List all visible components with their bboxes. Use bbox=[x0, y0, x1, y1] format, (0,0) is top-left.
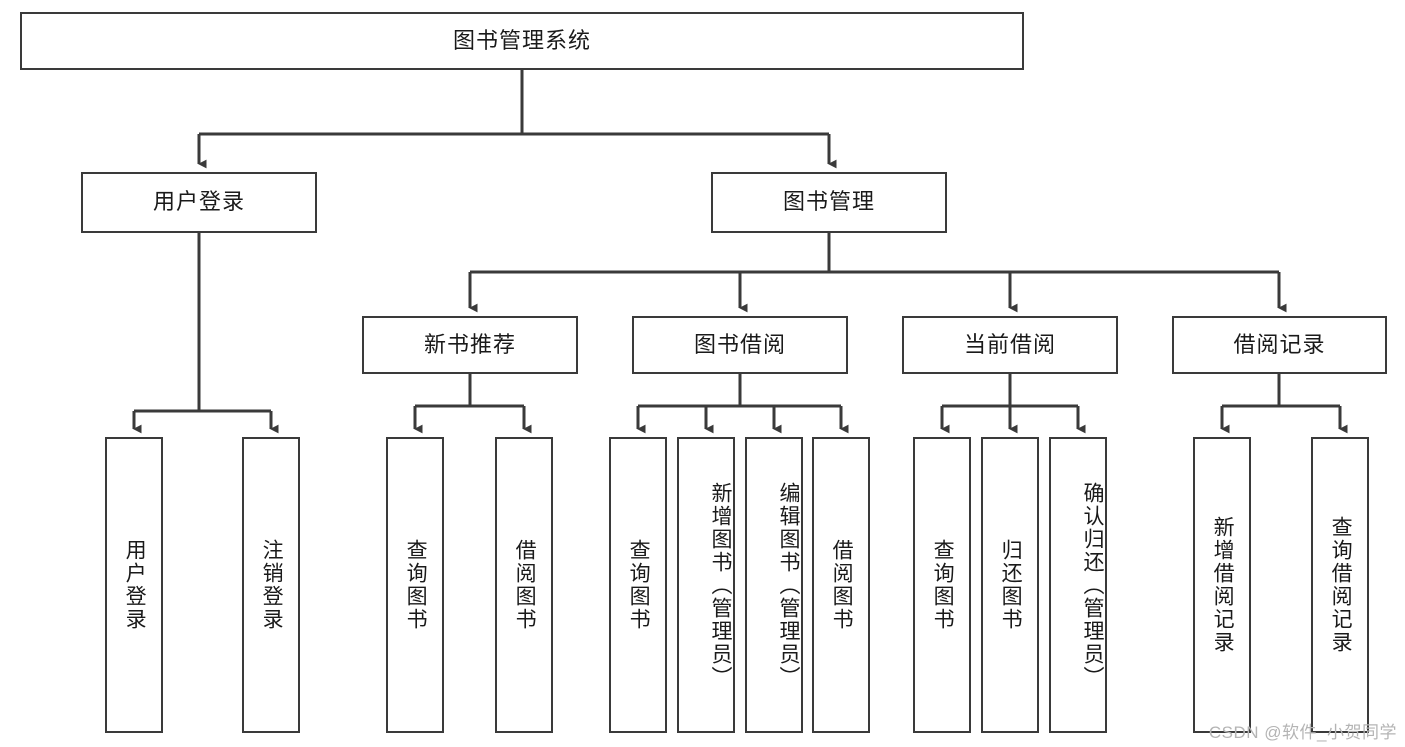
node-user-login-label: 用户登录 bbox=[152, 189, 245, 215]
node-leaf-return-book-label: 归还图书 bbox=[999, 539, 1023, 631]
node-borrow-record-label: 借阅记录 bbox=[1233, 331, 1326, 357]
node-new-book-recommend[interactable]: 新书推荐 bbox=[362, 316, 578, 374]
node-book-borrow[interactable]: 图书借阅 bbox=[632, 316, 848, 374]
node-leaf-query-book-1-label: 查询图书 bbox=[404, 539, 428, 631]
node-leaf-query-book-2-label: 查询图书 bbox=[627, 539, 651, 631]
node-leaf-query-book-3[interactable]: 查询图书 bbox=[913, 437, 971, 733]
node-book-manage[interactable]: 图书管理 bbox=[711, 172, 947, 233]
node-leaf-query-record-label: 查询借阅记录 bbox=[1329, 516, 1353, 654]
node-root[interactable]: 图书管理系统 bbox=[20, 12, 1024, 70]
node-leaf-query-book-2[interactable]: 查询图书 bbox=[609, 437, 667, 733]
node-leaf-logout-label: 注销登录 bbox=[260, 539, 284, 631]
node-current-borrow[interactable]: 当前借阅 bbox=[902, 316, 1118, 374]
node-leaf-query-book-1[interactable]: 查询图书 bbox=[386, 437, 444, 733]
node-leaf-borrow-book-2[interactable]: 借阅图书 bbox=[812, 437, 870, 733]
node-root-label: 图书管理系统 bbox=[452, 27, 591, 53]
node-leaf-confirm-return[interactable]: 确认归还（管理员） bbox=[1049, 437, 1107, 733]
node-leaf-user-login-label: 用户登录 bbox=[123, 539, 147, 631]
node-leaf-user-login[interactable]: 用户登录 bbox=[105, 437, 163, 733]
node-leaf-query-record[interactable]: 查询借阅记录 bbox=[1311, 437, 1369, 733]
node-leaf-confirm-return-label: 确认归还（管理员） bbox=[1081, 481, 1104, 689]
node-leaf-borrow-book-2-label: 借阅图书 bbox=[830, 539, 854, 631]
node-user-login[interactable]: 用户登录 bbox=[81, 172, 317, 233]
node-leaf-borrow-book-1[interactable]: 借阅图书 bbox=[495, 437, 553, 733]
node-leaf-add-book-label: 新增图书（管理员） bbox=[709, 481, 732, 689]
node-leaf-return-book[interactable]: 归还图书 bbox=[981, 437, 1039, 733]
node-leaf-logout[interactable]: 注销登录 bbox=[242, 437, 300, 733]
node-leaf-edit-book-label: 编辑图书（管理员） bbox=[777, 481, 800, 689]
node-leaf-add-record[interactable]: 新增借阅记录 bbox=[1193, 437, 1251, 733]
node-book-manage-label: 图书管理 bbox=[782, 189, 875, 215]
node-current-borrow-label: 当前借阅 bbox=[963, 331, 1056, 357]
node-leaf-add-record-label: 新增借阅记录 bbox=[1211, 516, 1235, 654]
node-leaf-query-book-3-label: 查询图书 bbox=[931, 539, 955, 631]
node-book-borrow-label: 图书借阅 bbox=[693, 331, 786, 357]
watermark-text: CSDN @软件_小贺同学 bbox=[1208, 723, 1397, 742]
node-borrow-record[interactable]: 借阅记录 bbox=[1172, 316, 1387, 374]
node-leaf-borrow-book-1-label: 借阅图书 bbox=[513, 539, 537, 631]
node-leaf-edit-book[interactable]: 编辑图书（管理员） bbox=[745, 437, 803, 733]
node-leaf-add-book[interactable]: 新增图书（管理员） bbox=[677, 437, 735, 733]
node-new-book-recommend-label: 新书推荐 bbox=[423, 331, 516, 357]
